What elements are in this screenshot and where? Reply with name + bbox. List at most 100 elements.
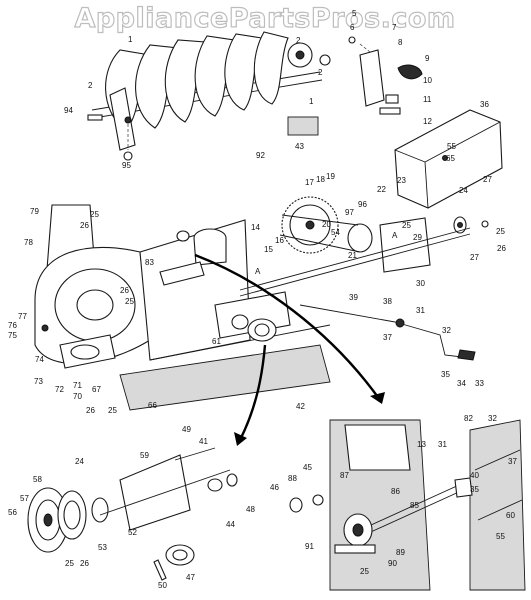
- callout-16: 16: [275, 236, 284, 245]
- callout-76: 76: [8, 321, 17, 330]
- callout-17: 17: [305, 178, 314, 187]
- callout-77: 77: [18, 312, 27, 321]
- callout-25: 25: [90, 210, 99, 219]
- callout-24: 24: [75, 457, 84, 466]
- callout-66: 66: [148, 401, 157, 410]
- bearing-bracket: [239, 216, 489, 297]
- callout-35: 35: [441, 370, 450, 379]
- callout-32: 32: [488, 414, 497, 423]
- auger-assembly: [87, 31, 331, 161]
- callout-72: 72: [55, 385, 64, 394]
- callout-95: 95: [122, 161, 131, 170]
- callout-48: 48: [246, 505, 255, 514]
- callout-1: 1: [309, 97, 314, 106]
- callout-40: 40: [470, 471, 479, 480]
- callout-34: 34: [457, 379, 466, 388]
- callout-44: 44: [226, 520, 235, 529]
- callout-31: 31: [438, 440, 447, 449]
- direction-arrows: [194, 253, 385, 446]
- callout-26: 26: [120, 286, 129, 295]
- callout-65: 65: [446, 154, 455, 163]
- callout-49: 49: [182, 425, 191, 434]
- callout-96: 96: [358, 200, 367, 209]
- callout-2: 2: [88, 81, 93, 90]
- callout-5: 5: [352, 9, 357, 18]
- callout-37: 37: [508, 457, 517, 466]
- callout-52: 52: [128, 528, 137, 537]
- callout-53: 53: [98, 543, 107, 552]
- callout-39: 39: [349, 293, 358, 302]
- callout-73: 73: [34, 377, 43, 386]
- callout-43: 43: [295, 142, 304, 151]
- callout-31: 31: [416, 306, 425, 315]
- callout-42: 42: [296, 402, 305, 411]
- callout-6: 6: [350, 23, 355, 32]
- callout-75: 75: [8, 331, 17, 340]
- callout-50: 50: [158, 581, 167, 590]
- callout-25: 25: [65, 559, 74, 568]
- callout-12: 12: [423, 117, 432, 126]
- callout-29: 29: [413, 233, 422, 242]
- callout-92: 92: [256, 151, 265, 160]
- callout-58: 58: [33, 475, 42, 484]
- callout-82: 82: [464, 414, 473, 423]
- callout-26: 26: [80, 221, 89, 230]
- watermark: AppliancePartsPros.com: [74, 3, 455, 34]
- callout-88: 88: [288, 474, 297, 483]
- callout-11: 11: [423, 95, 432, 104]
- callout-26: 26: [80, 559, 89, 568]
- callout-25: 25: [496, 227, 505, 236]
- callout-23: 23: [397, 176, 406, 185]
- callout-25: 25: [360, 567, 369, 576]
- callout-27: 27: [483, 175, 492, 184]
- callout-15: 15: [264, 245, 273, 254]
- callout-85: 85: [410, 501, 419, 510]
- callout-A: A: [392, 231, 398, 240]
- callout-60: 60: [506, 511, 515, 520]
- callout-91: 91: [305, 542, 314, 551]
- callout-10: 10: [423, 76, 432, 85]
- callout-26: 26: [497, 244, 506, 253]
- callout-56: 56: [8, 508, 17, 517]
- callout-70: 70: [73, 392, 82, 401]
- callout-32: 32: [442, 326, 451, 335]
- callout-46: 46: [270, 483, 279, 492]
- callout-89: 89: [396, 548, 405, 557]
- callout-14: 14: [251, 223, 260, 232]
- control-linkage: [299, 304, 476, 361]
- callout-94: 94: [64, 106, 73, 115]
- callout-8: 8: [398, 38, 403, 47]
- callout-30: 30: [416, 279, 425, 288]
- callout-47: 47: [186, 573, 195, 582]
- impeller-shaft: [159, 261, 291, 342]
- callout-9: 9: [425, 54, 430, 63]
- belt-cover: [394, 109, 503, 209]
- callout-22: 22: [377, 185, 386, 194]
- sprocket-gear: [279, 196, 373, 254]
- callout-37: 37: [383, 333, 392, 342]
- callout-97: 97: [345, 208, 354, 217]
- callout-25: 25: [125, 297, 134, 306]
- callout-1: 1: [128, 35, 133, 44]
- callout-labels: 1 1 2 2 2 5 6 7 8 9 10 11 12 13 14 15 16…: [8, 9, 517, 590]
- callout-86: 86: [391, 487, 400, 496]
- callout-A: A: [255, 267, 261, 276]
- callout-54: 54: [331, 228, 340, 237]
- callout-79: 79: [30, 207, 39, 216]
- callout-26: 26: [86, 406, 95, 415]
- callout-55: 55: [447, 142, 456, 151]
- callout-61: 61: [212, 337, 221, 346]
- callout-24: 24: [459, 186, 468, 195]
- callout-57: 57: [20, 494, 29, 503]
- callout-38: 38: [383, 297, 392, 306]
- callout-78: 78: [24, 238, 33, 247]
- callout-35: 35: [470, 485, 479, 494]
- callout-2: 2: [318, 68, 323, 77]
- callout-71: 71: [73, 381, 82, 390]
- callout-20: 20: [322, 220, 331, 229]
- callout-67: 67: [92, 385, 101, 394]
- callout-87: 87: [340, 471, 349, 480]
- callout-45: 45: [303, 463, 312, 472]
- callout-55: 55: [496, 532, 505, 541]
